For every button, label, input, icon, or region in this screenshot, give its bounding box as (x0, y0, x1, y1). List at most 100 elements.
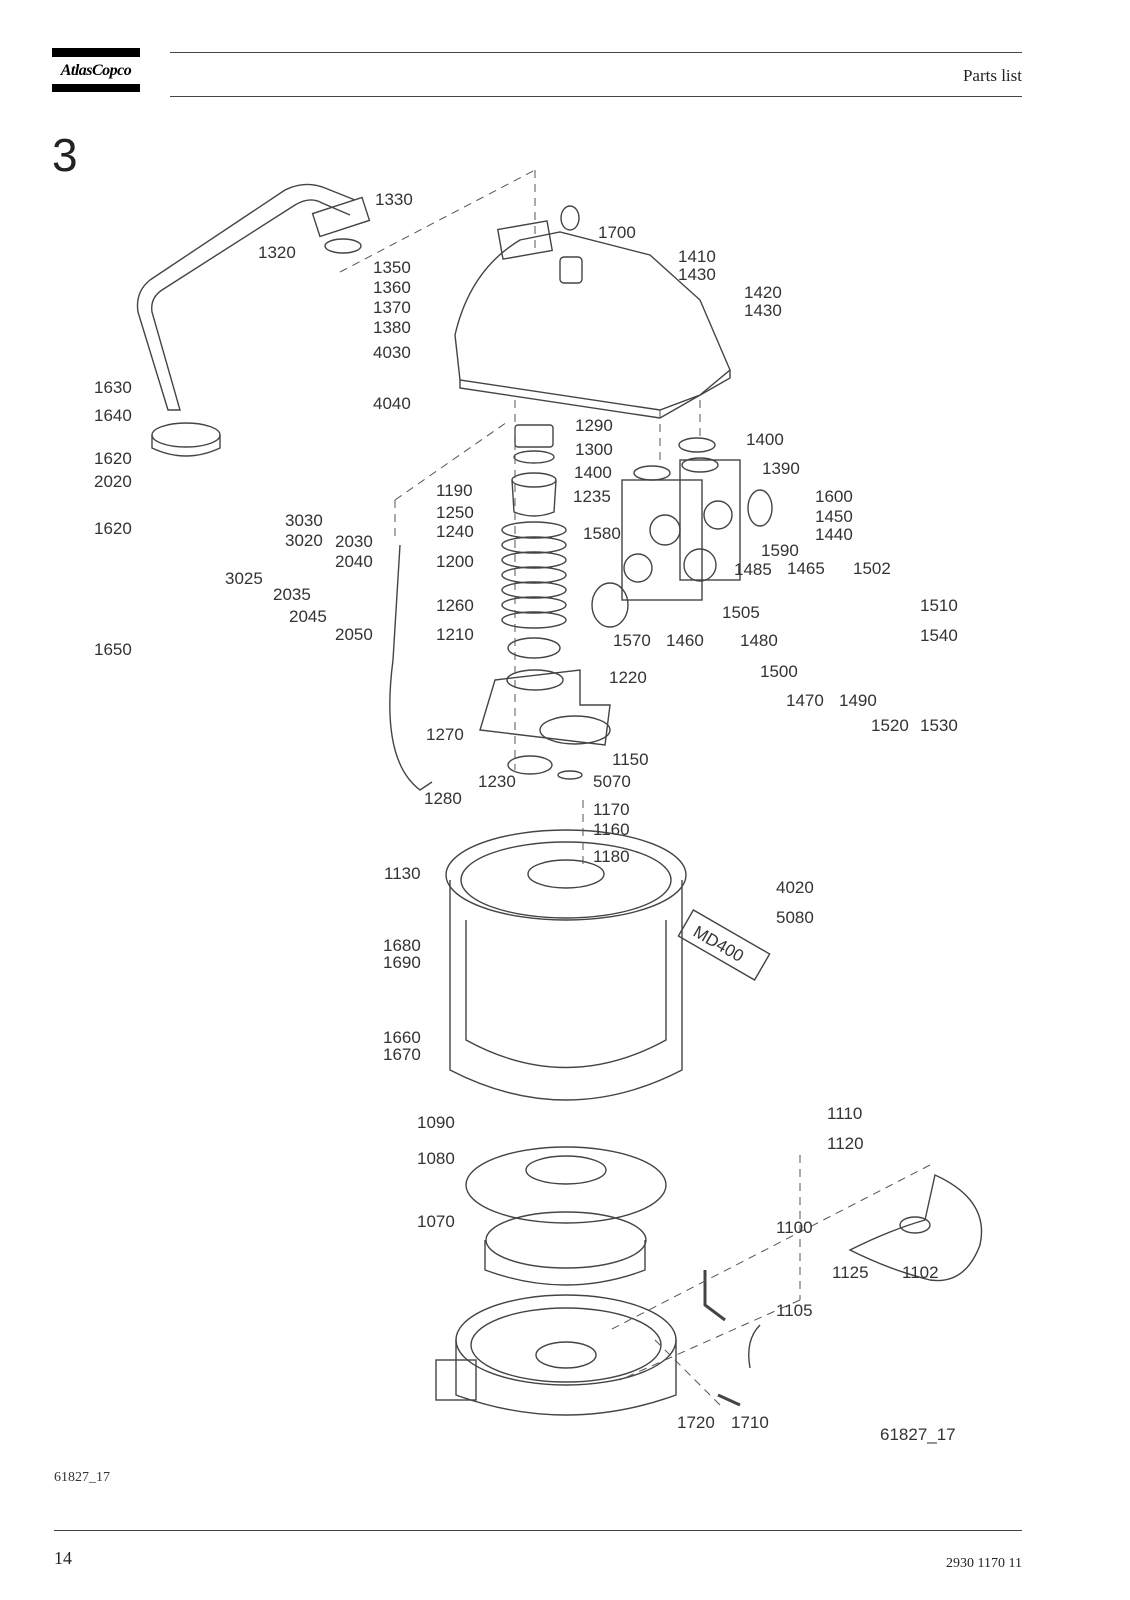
part-label-1250: 1250 (436, 503, 474, 522)
part-label-5070: 5070 (593, 772, 631, 791)
part-label-1590: 1590 (761, 541, 799, 560)
eye-bolt-1700 (560, 205, 580, 231)
part-label-1630: 1630 (94, 378, 132, 397)
part-label-1125: 1125 (832, 1263, 869, 1282)
part-label-1700: 1700 (598, 223, 636, 242)
pipe-shape (136, 183, 356, 411)
part-label-1440: 1440 (815, 525, 853, 544)
seal-1320 (324, 238, 362, 254)
part-label-1410: 1410 (678, 247, 716, 266)
part-label-1620: 1620 (94, 519, 132, 538)
part-label-1190: 1190 (436, 481, 473, 500)
part-label-3020: 3020 (285, 531, 323, 550)
part-label-1400: 1400 (746, 430, 784, 449)
part-label-1180: 1180 (593, 847, 630, 866)
part-label-2050: 2050 (335, 625, 373, 644)
valve-block (621, 479, 703, 601)
part-label-1230: 1230 (478, 772, 516, 791)
pipe-top-flange (311, 196, 371, 238)
part-label-1270: 1270 (426, 725, 464, 744)
part-label-1500: 1500 (760, 662, 798, 681)
page-number: 14 (54, 1548, 72, 1568)
part-label-1465: 1465 (787, 559, 825, 578)
part-label-1540: 1540 (920, 626, 958, 645)
part-label-1570: 1570 (613, 631, 651, 650)
part-label-1210: 1210 (436, 625, 474, 644)
plug-1710 (717, 1393, 741, 1407)
part-label-1390: 1390 (762, 459, 800, 478)
part-label-1120: 1120 (827, 1134, 864, 1153)
oring-1570 (591, 582, 629, 628)
part-label-4040: 4040 (373, 394, 411, 413)
section-number: 3 (52, 129, 78, 181)
part-label-1350: 1350 (373, 258, 411, 277)
part-label-1240: 1240 (436, 522, 474, 541)
separator-cover (454, 231, 731, 411)
valve-1190 (511, 472, 557, 488)
oring-1400c (681, 457, 719, 473)
pipe-flange (151, 422, 221, 448)
ring-1300 (513, 450, 555, 464)
atlas-copco-logo: AtlasCopco (52, 48, 140, 92)
part-label-2045: 2045 (289, 607, 327, 626)
part-label-1090: 1090 (417, 1113, 455, 1132)
part-label-1640: 1640 (94, 406, 132, 425)
part-label-1260: 1260 (436, 596, 474, 615)
base-body (455, 1340, 677, 1416)
part-label-1490: 1490 (839, 691, 877, 710)
part-label-1280: 1280 (424, 789, 462, 808)
logo-text: AtlasCopco (60, 62, 132, 79)
part-label-1080: 1080 (417, 1149, 455, 1168)
part-label-3025: 3025 (225, 569, 263, 588)
exploded-parts-drawing: 1330132017001410143014201430135013601370… (94, 169, 983, 1444)
part-label-1235: 1235 (573, 487, 611, 506)
part-label-1105: 1105 (776, 1301, 813, 1320)
part-labels: 1330132017001410143014201430135013601370… (94, 190, 958, 1444)
part-label-4030: 4030 (373, 343, 411, 362)
ring-1230 (507, 755, 553, 775)
drawing-figure-label: 61827_17 (880, 1425, 956, 1444)
part-label-1170: 1170 (593, 800, 630, 819)
part-label-1100: 1100 (776, 1218, 813, 1237)
page-title: Parts list (962, 66, 1022, 85)
part-label-1330: 1330 (375, 190, 413, 209)
part-label-1400: 1400 (574, 463, 612, 482)
part-label-1480: 1480 (740, 631, 778, 650)
part-label-1130: 1130 (384, 864, 421, 883)
part-label-1580: 1580 (583, 524, 621, 543)
part-label-1710: 1710 (731, 1413, 769, 1432)
part-label-1450: 1450 (815, 507, 853, 526)
header-rule-top (170, 52, 1022, 53)
figure-reference: 61827_17 (54, 1470, 110, 1485)
vessel-body (449, 880, 683, 1101)
cover-port (496, 220, 554, 260)
part-label-2040: 2040 (335, 552, 373, 571)
part-label-1070: 1070 (417, 1212, 455, 1231)
part-label-1502: 1502 (853, 559, 891, 578)
footer-rule (54, 1530, 1022, 1531)
oring-1590 (747, 489, 773, 527)
oring-1400a (633, 465, 671, 481)
part-label-1620: 1620 (94, 449, 132, 468)
ring-1210 (507, 637, 561, 659)
part-label-1460: 1460 (666, 631, 704, 650)
part-label-1320: 1320 (258, 243, 296, 262)
part-label-1150: 1150 (612, 750, 649, 769)
part-label-1470: 1470 (786, 691, 824, 710)
part-label-1420: 1420 (744, 283, 782, 302)
part-label-2020: 2020 (94, 472, 132, 491)
part-label-1680: 1680 (383, 936, 421, 955)
badge-outline (677, 909, 771, 981)
part-label-1110: 1110 (827, 1104, 862, 1123)
part-label-1430: 1430 (678, 265, 716, 284)
part-label-1520: 1520 (871, 716, 909, 735)
part-label-1650: 1650 (94, 640, 132, 659)
baffle-1070 (484, 1240, 646, 1286)
part-label-1380: 1380 (373, 318, 411, 337)
part-label-2030: 2030 (335, 532, 373, 551)
part-label-1200: 1200 (436, 552, 474, 571)
part-label-1102: 1102 (902, 1263, 939, 1282)
part-label-1510: 1510 (920, 596, 958, 615)
part-label-1300: 1300 (575, 440, 613, 459)
part-label-2035: 2035 (273, 585, 311, 604)
